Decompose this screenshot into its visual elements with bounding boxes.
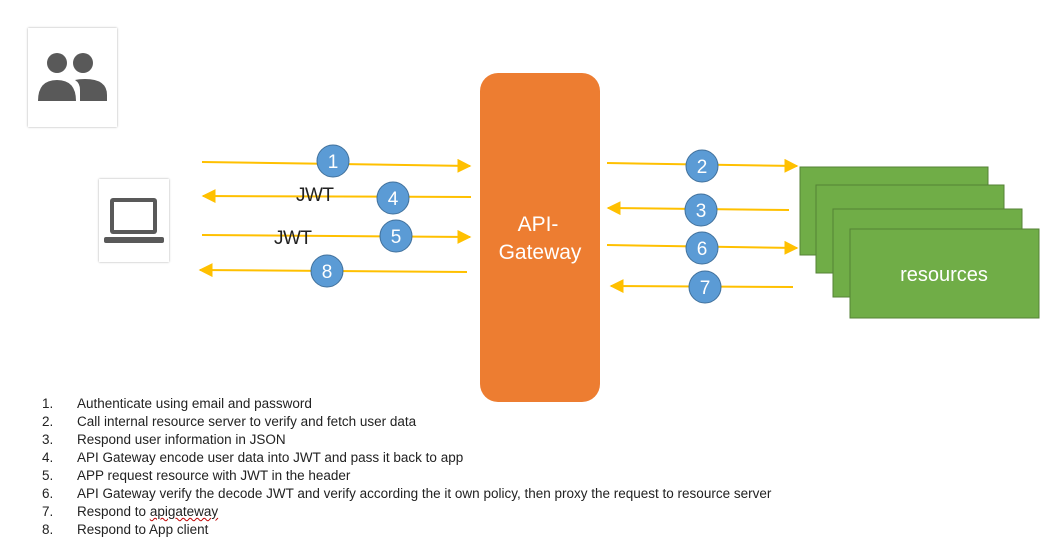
list-item: 2. Call internal resource server to verif… <box>42 413 771 431</box>
step-number: 3. <box>42 432 54 447</box>
list-item: 6. API Gateway verify the decode JWT and … <box>42 485 771 503</box>
arrow-4 <box>201 189 472 204</box>
client-card <box>99 179 169 262</box>
step-text: API Gateway encode user data into JWT an… <box>77 450 464 465</box>
badge-number: 3 <box>696 201 707 222</box>
badge-number: 8 <box>322 262 333 283</box>
badge-number: 7 <box>700 278 711 299</box>
step-badge-6: 6 <box>685 231 719 265</box>
arrow-5 <box>201 229 472 244</box>
step-text-misspelled: apigateway <box>149 504 219 519</box>
step-badge-1: 1 <box>316 144 350 178</box>
step-badge-2: 2 <box>685 149 719 183</box>
list-item: 4. API Gateway encode user data into JWT … <box>42 449 771 467</box>
jwt-label-response: JWT <box>296 185 334 206</box>
step-badge-8: 8 <box>310 254 344 288</box>
badge-number: 5 <box>391 227 402 248</box>
step-text: Authenticate using email and password <box>77 396 312 411</box>
gateway-label-line1: API- <box>518 213 559 236</box>
step-text: Call internal resource server to verify … <box>77 414 417 429</box>
step-badge-4: 4 <box>376 181 410 215</box>
step-number: 7. <box>42 504 54 519</box>
steps-list: 1.Authenticate using email and password … <box>42 395 771 539</box>
badge-number: 2 <box>697 157 708 178</box>
list-item: 3. Respond user information in JSON <box>42 431 771 449</box>
list-item: 1. Authenticate using email and password <box>42 395 771 413</box>
gateway-label-line2: Gateway <box>499 241 582 264</box>
users-icon <box>38 53 107 101</box>
list-item: 7. Respond to apigateway <box>42 503 771 521</box>
badge-number: 1 <box>328 152 339 173</box>
step-number: 2. <box>42 414 54 429</box>
step-number: 6. <box>42 486 54 501</box>
badge-number: 4 <box>388 189 399 210</box>
step-number: 1. <box>42 396 54 411</box>
step-text: Respond user information in JSON <box>77 432 286 447</box>
users-card <box>28 28 117 127</box>
step-text: APP request resource with JWT in the hea… <box>77 468 351 483</box>
step-badge-7: 7 <box>688 270 722 304</box>
step-number: 8. <box>42 522 54 537</box>
step-number: 5. <box>42 468 54 483</box>
list-item: 5. APP request resource with JWT in the h… <box>42 467 771 485</box>
api-gateway: API- Gateway <box>480 73 600 402</box>
step-badge-5: 5 <box>379 219 413 253</box>
step-text: API Gateway verify the decode JWT and ve… <box>77 486 772 501</box>
step-number: 4. <box>42 450 54 465</box>
resources-label: resources <box>900 264 988 286</box>
laptop-icon <box>104 198 164 243</box>
resources-stack: resources <box>799 166 1040 319</box>
badge-number: 6 <box>697 239 708 260</box>
step-text: Respond to apigateway <box>77 503 218 521</box>
step-text-prefix: Respond to <box>77 504 150 519</box>
step-text: Respond to App client <box>77 522 209 537</box>
step-badge-3: 3 <box>684 193 718 227</box>
list-item: 8. Respond to App client <box>42 521 771 539</box>
jwt-label-request: JWT <box>274 228 312 249</box>
